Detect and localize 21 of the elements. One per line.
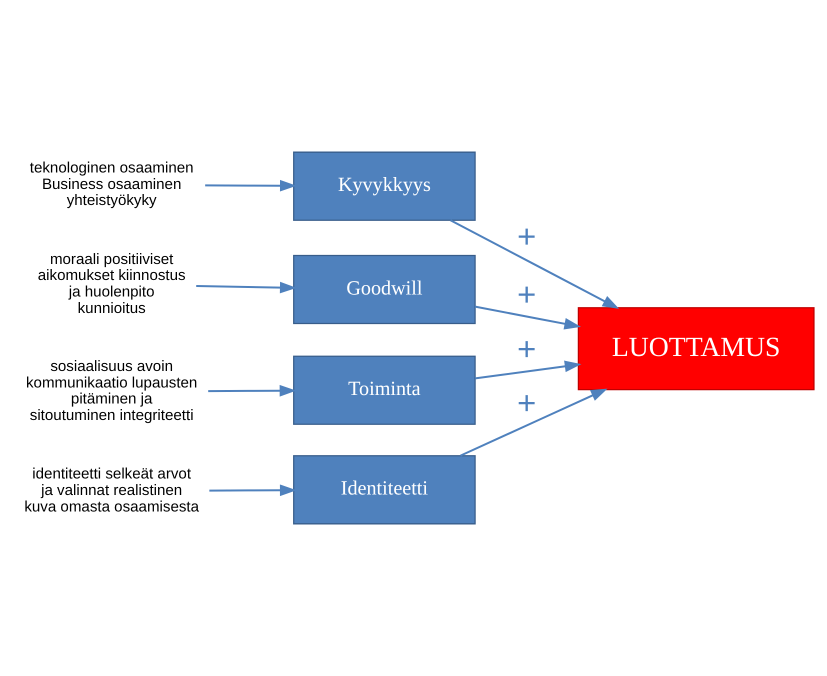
edge-label: + [516,330,536,367]
arrow [208,384,296,397]
node-box: Toiminta [292,356,476,425]
node-text: moraali positiiviset aikomukset kiinnostus ja huolenpito kunnioitus [37,250,186,317]
node-text: sosiaalisuus avoin kommunikaatio lupausten pitäminen ja sitoutuminen integriteetti [25,358,197,424]
arrow [474,360,581,380]
edge-label: + [516,276,536,313]
edge-label: + [516,384,536,421]
node-text: teknologinen osaaminen Business osaaminen yhteistyökyky [29,159,194,210]
arrow [474,306,581,330]
node-box: Goodwill [292,254,476,324]
arrow [208,484,296,496]
node-box: Identiteetti [292,455,476,524]
arrow [204,180,296,192]
edge-label: + [516,218,536,255]
node-text: identiteetti selkeät arvot ja valinnat realistinen kuva omasta osaamisesta [24,466,199,516]
arrow [450,219,619,309]
arrow [460,388,608,457]
arrow [196,282,296,294]
node-box: LUOTTAMUS [577,307,814,390]
node-box: Kyvykkyys [292,152,476,221]
